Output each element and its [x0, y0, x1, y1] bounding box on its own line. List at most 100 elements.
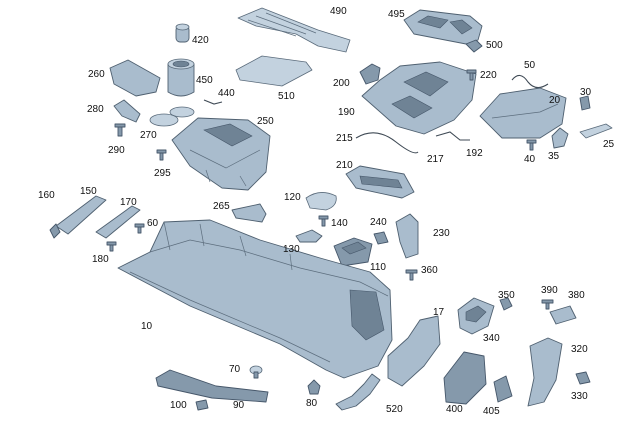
part-220-screw [466, 69, 477, 81]
label-330: 330 [571, 391, 588, 402]
part-210-bezel [345, 165, 415, 199]
label-390: 390 [541, 285, 558, 296]
part-520-duct [335, 373, 381, 411]
label-440: 440 [218, 88, 235, 99]
label-450: 450 [196, 75, 213, 86]
label-60: 60 [147, 218, 159, 229]
label-80: 80 [306, 398, 318, 409]
part-350-clip [499, 297, 513, 311]
label-210: 210 [336, 160, 353, 171]
label-120: 120 [284, 192, 301, 203]
part-90-lower-trim [155, 369, 269, 403]
part-25-strip [579, 123, 613, 139]
label-130: 130 [283, 244, 300, 255]
label-495: 495 [388, 9, 405, 20]
label-270: 270 [140, 130, 157, 141]
part-190-console-bezel [361, 61, 477, 135]
label-510: 510 [278, 91, 295, 102]
label-520: 520 [386, 404, 403, 415]
part-320-side-frame [527, 337, 563, 407]
label-250: 250 [257, 116, 274, 127]
part-10-console-body [117, 219, 393, 379]
part-380-insert [549, 305, 577, 325]
label-70: 70 [229, 364, 241, 375]
label-20: 20 [549, 95, 561, 106]
label-215: 215 [336, 133, 353, 144]
label-35: 35 [548, 151, 560, 162]
part-360-pin [405, 269, 418, 281]
label-420: 420 [192, 35, 209, 46]
part-110-tray [333, 237, 373, 267]
part-35-cover [551, 127, 569, 149]
part-20-armrest-lid [479, 87, 567, 139]
part-500-insert [465, 39, 483, 53]
label-190: 190 [338, 107, 355, 118]
label-360: 360 [421, 265, 438, 276]
label-50: 50 [524, 60, 536, 71]
label-160: 160 [38, 190, 55, 201]
part-230-bracket [395, 213, 419, 259]
part-240-clip [373, 231, 389, 245]
part-265-bracket [231, 203, 267, 223]
label-30: 30 [580, 87, 592, 98]
label-230: 230 [433, 228, 450, 239]
part-180-screw [106, 241, 117, 252]
part-80-clip [307, 379, 321, 395]
label-400: 400 [446, 404, 463, 415]
part-100-clip [195, 399, 209, 411]
part-50-cable [511, 74, 549, 89]
part-270-mat [169, 106, 195, 118]
part-30-clip [579, 95, 591, 111]
label-110: 110 [370, 262, 386, 273]
part-120-lid [305, 192, 337, 211]
label-150: 150 [80, 186, 97, 197]
part-405-cover [493, 375, 513, 403]
label-10: 10 [141, 321, 153, 332]
label-170: 170 [120, 197, 137, 208]
label-490: 490 [330, 6, 347, 17]
label-280: 280 [87, 104, 104, 115]
label-40: 40 [524, 154, 536, 165]
part-280-bracket [113, 99, 141, 123]
part-17-bracket [387, 315, 441, 387]
label-260: 260 [88, 69, 105, 80]
part-70-knob [249, 365, 263, 379]
part-260-cover [109, 59, 161, 97]
label-240: 240 [370, 217, 387, 228]
part-140-screw [318, 215, 329, 227]
label-100: 100 [170, 400, 187, 411]
part-450-cup-holder [167, 58, 195, 97]
label-295: 295 [154, 168, 171, 179]
part-215-cable [355, 132, 419, 154]
label-500: 500 [486, 40, 503, 51]
label-320: 320 [571, 344, 588, 355]
part-150-side-trim [55, 195, 107, 235]
part-160-clip [49, 223, 61, 239]
part-192-cable [435, 131, 470, 141]
part-495-bezel-frame [403, 9, 483, 45]
part-130-tray [295, 229, 323, 243]
part-295-screw [156, 149, 167, 161]
label-265: 265 [213, 201, 230, 212]
label-220: 220 [480, 70, 497, 81]
part-40-screw [526, 139, 537, 151]
label-340: 340 [483, 333, 500, 344]
label-90: 90 [233, 400, 245, 411]
label-17: 17 [433, 307, 445, 318]
part-510-plate [235, 55, 313, 87]
label-25: 25 [603, 139, 615, 150]
part-60-screw [134, 223, 145, 234]
label-217: 217 [427, 154, 444, 165]
part-170-trim [95, 205, 141, 239]
part-440-connector [203, 99, 223, 105]
part-290-screw [114, 123, 126, 137]
part-390-screw [541, 299, 554, 310]
label-200: 200 [333, 78, 350, 89]
part-340-bezel [457, 297, 495, 335]
part-200-switch [359, 63, 381, 85]
label-350: 350 [498, 290, 515, 301]
part-330-clip [575, 371, 591, 385]
label-405: 405 [483, 406, 500, 417]
part-270-disc [149, 113, 179, 127]
